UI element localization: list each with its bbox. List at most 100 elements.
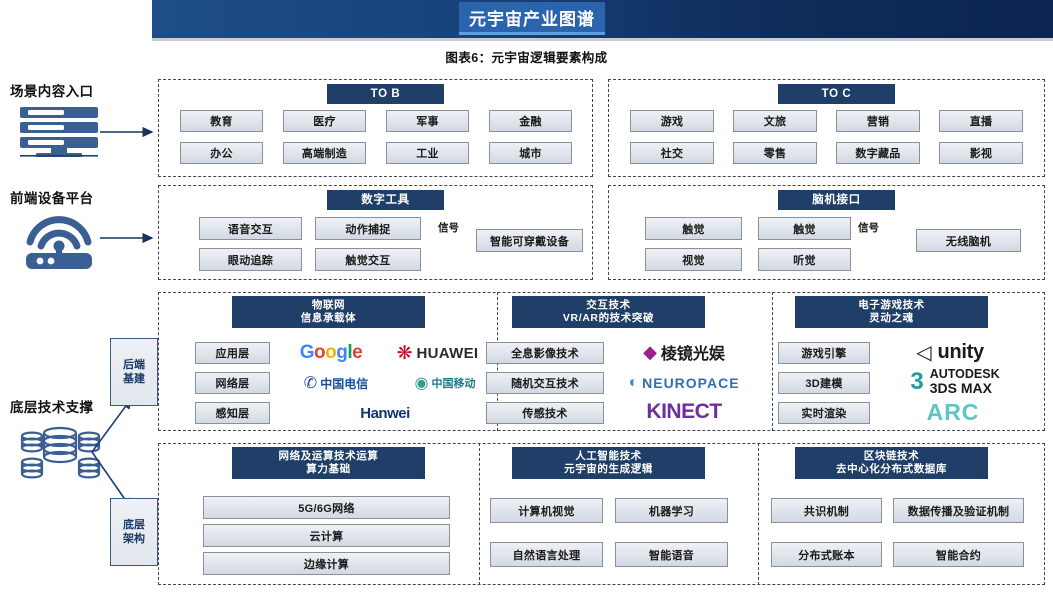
rail-label-scene-entry: 场景内容入口 xyxy=(10,84,94,99)
china-telecom-logo: ✆中国电信 xyxy=(303,375,369,392)
header-line1: 交互技术 xyxy=(586,298,631,311)
header-line2: 灵动之魂 xyxy=(869,312,914,324)
autodesk-3dsmax-logo: 3 AUTODESK 3DS MAX xyxy=(880,367,1030,396)
cell-ai-2[interactable]: 自然语言处理 xyxy=(490,542,603,567)
cell-wireless-bci[interactable]: 无线脑机 xyxy=(916,229,1021,252)
cell-bci-3[interactable]: 听觉 xyxy=(758,248,851,271)
cell-digital-0[interactable]: 语音交互 xyxy=(199,217,302,240)
side-box-line1: 底层 xyxy=(123,518,145,531)
cell-toc-3[interactable]: 直播 xyxy=(939,110,1023,132)
database-cluster-icon xyxy=(18,420,102,482)
header-line2: 元宇宙的生成逻辑 xyxy=(564,463,653,475)
cell-iot-2[interactable]: 感知层 xyxy=(195,402,270,424)
cell-toc-0[interactable]: 游戏 xyxy=(630,110,714,132)
divider-infra-2 xyxy=(758,443,759,585)
cell-digital-3[interactable]: 触觉交互 xyxy=(315,248,421,271)
cell-iot-1[interactable]: 网络层 xyxy=(195,372,270,394)
unity-logo: ◁unity xyxy=(916,340,985,364)
cell-toc-4[interactable]: 社交 xyxy=(630,142,714,164)
cell-bci-1[interactable]: 触觉 xyxy=(758,217,851,240)
side-box-backend-infra[interactable]: 后端 基建 xyxy=(110,338,158,406)
section-header-digital-tools: 数字工具 xyxy=(327,190,444,210)
3dsmax-numeral: 3 xyxy=(910,368,924,395)
cell-blockchain-2[interactable]: 分布式账本 xyxy=(771,542,882,567)
cell-bci-0[interactable]: 触觉 xyxy=(645,217,742,240)
arc-wordmark: ARC xyxy=(926,398,980,425)
neuropace-wordmark: NEUROPACE xyxy=(642,375,740,391)
section-header-ai: 人工智能技术 元宇宙的生成逻辑 xyxy=(512,447,705,479)
figure-caption: 图表6：元宇宙逻辑要素构成 xyxy=(445,51,608,65)
neuropace-logo: ◐NEUROPACE xyxy=(628,374,740,391)
cell-tob-3[interactable]: 金融 xyxy=(489,110,572,132)
cell-blockchain-3[interactable]: 智能合约 xyxy=(893,542,1024,567)
huawei-logo: ❋HUAWEI xyxy=(396,342,479,364)
autodesk-wordmark: AUTODESK xyxy=(929,367,1000,382)
china-mobile-wordmark: 中国移动 xyxy=(431,378,476,390)
header-line2: 算力基础 xyxy=(306,463,351,475)
section-header-to-c: TO C xyxy=(778,84,895,104)
cell-ai-1[interactable]: 机器学习 xyxy=(615,498,728,523)
cell-gaming-0[interactable]: 游戏引擎 xyxy=(778,342,870,364)
cell-gaming-2[interactable]: 实时渲染 xyxy=(778,402,870,424)
cell-iot-0[interactable]: 应用层 xyxy=(195,342,270,364)
header-line2: 去中心化分布式数据库 xyxy=(836,463,947,475)
prism-entertainment-logo: ◆棱镜光娱 xyxy=(643,341,725,364)
cell-wearable-device[interactable]: 智能可穿戴设备 xyxy=(476,229,583,252)
cell-tob-6[interactable]: 工业 xyxy=(386,142,469,164)
cell-toc-5[interactable]: 零售 xyxy=(733,142,817,164)
cell-ai-0[interactable]: 计算机视觉 xyxy=(490,498,603,523)
cell-tob-5[interactable]: 高端制造 xyxy=(283,142,366,164)
cell-interaction-1[interactable]: 随机交互技术 xyxy=(486,372,604,394)
section-header-gaming: 电子游戏技术 灵动之魂 xyxy=(795,296,988,328)
kinect-logo: KINECT xyxy=(614,400,754,424)
banner-title: 元宇宙产业图谱 xyxy=(459,2,605,35)
cell-tob-4[interactable]: 办公 xyxy=(180,142,263,164)
header-line1: 人工智能技术 xyxy=(575,449,642,462)
cell-network-0[interactable]: 5G/6G网络 xyxy=(203,496,450,519)
hanwei-logo: Hanwei xyxy=(320,400,450,426)
cell-network-1[interactable]: 云计算 xyxy=(203,524,450,547)
cell-gaming-1[interactable]: 3D建模 xyxy=(778,372,870,394)
section-header-iot: 物联网 信息承载体 xyxy=(232,296,425,328)
cell-interaction-2[interactable]: 传感技术 xyxy=(486,402,604,424)
cell-digital-1[interactable]: 动作捕捉 xyxy=(315,217,421,240)
side-box-line2: 架构 xyxy=(123,533,145,545)
side-box-line2: 基建 xyxy=(123,373,145,385)
unity-wordmark: unity xyxy=(937,340,985,363)
header-line1: 物联网 xyxy=(311,298,346,311)
cell-toc-6[interactable]: 数字藏品 xyxy=(836,142,920,164)
cell-toc-2[interactable]: 营销 xyxy=(836,110,920,132)
header-line1: 区块链技术 xyxy=(863,449,920,462)
wifi-router-icon xyxy=(22,212,96,270)
cell-ai-3[interactable]: 智能语音 xyxy=(615,542,728,567)
huawei-wordmark: HUAWEI xyxy=(416,344,479,362)
hanwei-wordmark: Hanwei xyxy=(360,404,410,422)
cell-tob-7[interactable]: 城市 xyxy=(489,142,572,164)
header-line1: 网络及运算技术运算 xyxy=(278,449,379,462)
header-line2: 信息承载体 xyxy=(300,312,357,324)
signal-label-right: 信号 xyxy=(858,222,879,234)
cell-tob-0[interactable]: 教育 xyxy=(180,110,263,132)
section-header-network-compute: 网络及运算技术运算 算力基础 xyxy=(232,447,425,479)
cell-digital-2[interactable]: 眼动追踪 xyxy=(199,248,302,271)
section-header-bci: 脑机接口 xyxy=(778,190,895,210)
header-line1: 电子游戏技术 xyxy=(858,298,925,311)
server-stack-icon xyxy=(18,105,100,160)
cell-tob-1[interactable]: 医疗 xyxy=(283,110,366,132)
rail-label-frontend-platform: 前端设备平台 xyxy=(10,191,94,206)
banner-underline xyxy=(152,38,1053,41)
cell-bci-2[interactable]: 视觉 xyxy=(645,248,742,271)
cell-network-2[interactable]: 边缘计算 xyxy=(203,552,450,575)
cell-blockchain-1[interactable]: 数据传播及验证机制 xyxy=(893,498,1024,523)
section-header-to-b: TO B xyxy=(327,84,444,104)
cell-blockchain-0[interactable]: 共识机制 xyxy=(771,498,882,523)
cell-toc-1[interactable]: 文旅 xyxy=(733,110,817,132)
cell-tob-2[interactable]: 军事 xyxy=(386,110,469,132)
side-box-line1: 后端 xyxy=(123,358,145,371)
cell-toc-7[interactable]: 影视 xyxy=(939,142,1023,164)
side-box-base-architecture[interactable]: 底层 架构 xyxy=(110,498,158,566)
cell-interaction-0[interactable]: 全息影像技术 xyxy=(486,342,604,364)
section-header-interaction: 交互技术 VR/AR的技术突破 xyxy=(512,296,705,328)
divider-infra-1 xyxy=(479,443,480,585)
